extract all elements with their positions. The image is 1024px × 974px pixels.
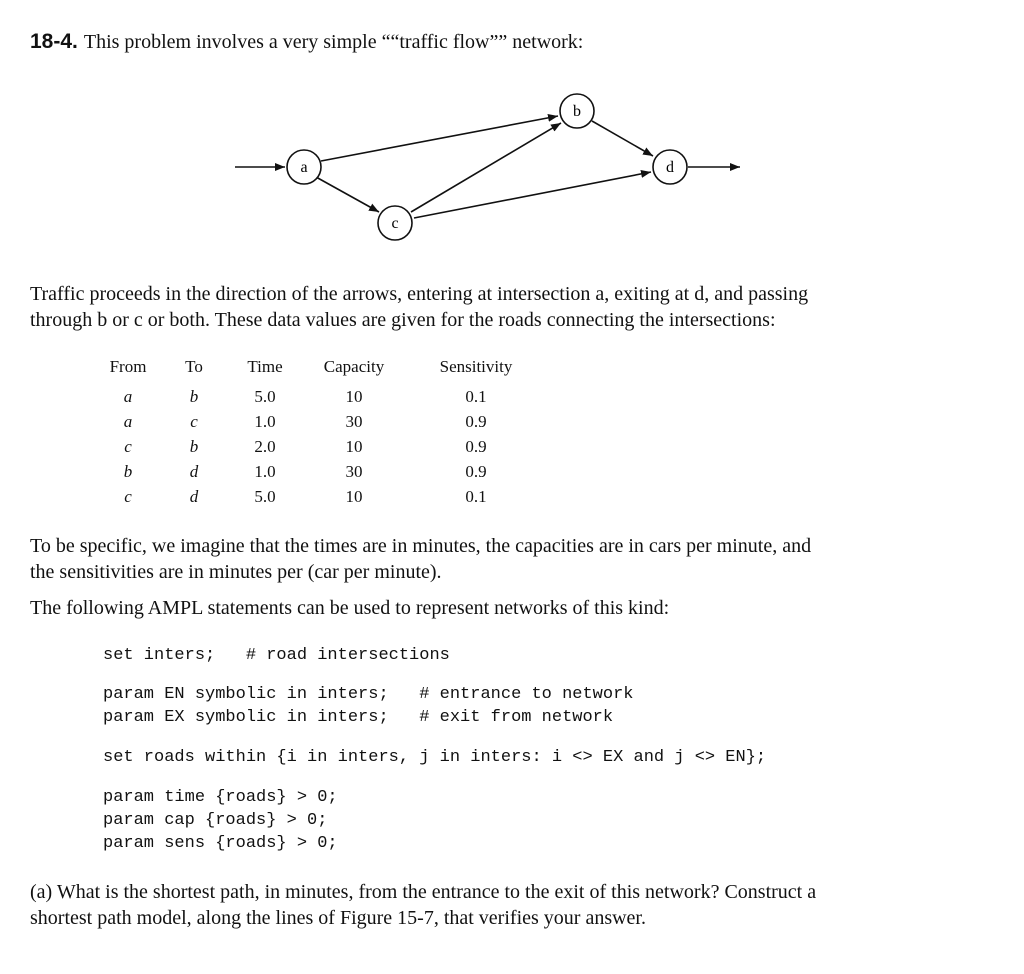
cell-from: a: [123, 386, 133, 406]
cell-from: c: [124, 436, 132, 456]
code-params: param time {roads} > 0; param cap {roads…: [103, 788, 338, 853]
code-inters: set inters; # road intersections: [103, 646, 450, 665]
code-roads: set roads within {i in inters, j in inte…: [103, 748, 767, 767]
units-paragraph: To be specific, we imagine that the time…: [30, 533, 990, 585]
cell-capacity: 30: [345, 461, 363, 481]
cell-time: 1.0: [254, 411, 276, 431]
table-row: c d 5.0 10 0.1: [98, 484, 544, 509]
cell-time: 5.0: [254, 386, 276, 406]
network-diagram: a b c d: [235, 93, 740, 241]
edge-c-b: [410, 122, 562, 213]
node-a: a: [286, 149, 322, 185]
cell-to: d: [189, 461, 199, 481]
cell-capacity: 10: [345, 486, 363, 506]
problem-intro: This problem involves a very simple ““tr…: [83, 31, 584, 53]
question-a: (a) What is the shortest path, in minute…: [30, 879, 990, 931]
edge-a-b: [320, 113, 559, 162]
cell-to: d: [189, 486, 199, 506]
node-b-label: b: [573, 103, 581, 120]
cell-sensitivity: 0.1: [465, 486, 487, 506]
units-line-2: the sensitivities are in minutes per (ca…: [30, 561, 442, 583]
edge-c-d: [413, 169, 652, 219]
cell-sensitivity: 0.1: [465, 386, 487, 406]
cell-from: b: [123, 461, 133, 481]
units-line-1: To be specific, we imagine that the time…: [30, 535, 812, 557]
question-a-line-2: shortest path model, along the lines of …: [30, 907, 646, 929]
table-row: b d 1.0 30 0.9: [98, 459, 544, 484]
cell-to: b: [189, 436, 199, 456]
edge-a-c: [315, 176, 380, 213]
cell-from: a: [123, 411, 133, 431]
description-line-2: through b or c or both. These data value…: [30, 309, 776, 331]
table-row: c b 2.0 10 0.9: [98, 434, 544, 459]
question-a-line-1: (a) What is the shortest path, in minute…: [30, 881, 817, 903]
cell-sensitivity: 0.9: [465, 436, 487, 456]
cell-time: 5.0: [254, 486, 276, 506]
code-entrance-exit: param EN symbolic in inters; # entrance …: [103, 685, 634, 727]
cell-sensitivity: 0.9: [465, 411, 487, 431]
cell-to: b: [189, 386, 199, 406]
description-line-1: Traffic proceeds in the direction of the…: [30, 283, 809, 305]
node-d-label: d: [666, 159, 674, 176]
node-d: d: [652, 149, 688, 185]
table-row: a b 5.0 10 0.1: [98, 384, 544, 409]
header-from: From: [109, 357, 147, 376]
edge-b-d: [591, 120, 654, 157]
header-sensitivity: Sensitivity: [439, 357, 513, 376]
description-paragraph: Traffic proceeds in the direction of the…: [30, 281, 990, 333]
problem-heading: 18-4.This problem involves a very simple…: [30, 28, 583, 56]
node-c-label: c: [391, 215, 398, 232]
node-a-label: a: [300, 159, 307, 176]
cell-capacity: 10: [345, 386, 363, 406]
table-row: a c 1.0 30 0.9: [98, 409, 544, 434]
cell-time: 2.0: [254, 436, 276, 456]
cell-to: c: [190, 411, 198, 431]
table-header-row: From To Time Capacity Sensitivity: [98, 356, 544, 384]
cell-sensitivity: 0.9: [465, 461, 487, 481]
cell-capacity: 30: [345, 411, 363, 431]
header-capacity: Capacity: [323, 357, 385, 376]
ampl-intro: The following AMPL statements can be use…: [30, 597, 670, 619]
cell-capacity: 10: [345, 436, 363, 456]
node-c: c: [377, 205, 413, 241]
header-to: To: [185, 357, 203, 376]
cell-time: 1.0: [254, 461, 276, 481]
problem-number: 18-4.: [30, 30, 78, 53]
road-data-table: From To Time Capacity Sensitivity a b 5.…: [98, 356, 544, 509]
node-b: b: [559, 93, 595, 129]
header-time: Time: [247, 357, 283, 376]
cell-from: c: [124, 486, 132, 506]
